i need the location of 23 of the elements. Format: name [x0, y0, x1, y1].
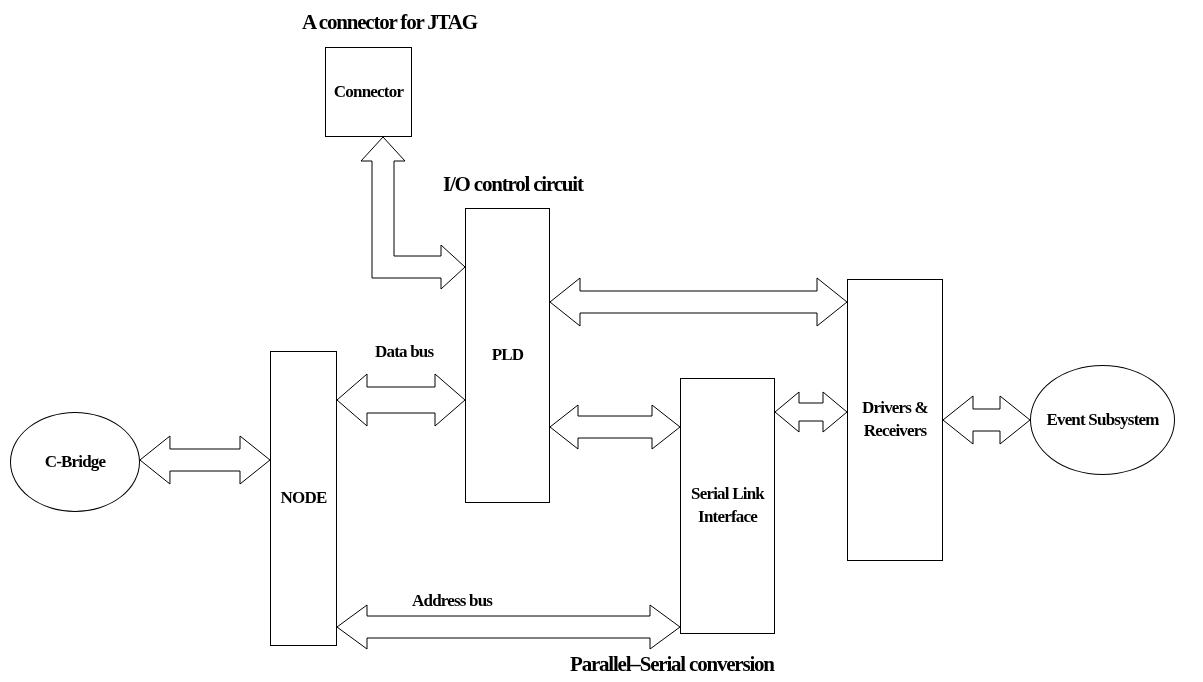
block-arrow [139, 435, 271, 485]
block-box [325, 47, 412, 137]
block-arrow [336, 373, 466, 427]
block-box [270, 351, 337, 646]
block-label: C-Bridge [44, 450, 106, 473]
block-label: Connector [333, 80, 404, 103]
block-box [465, 208, 550, 503]
block-arrow [336, 604, 681, 650]
node-label: Parallel–Serial conversion [570, 652, 774, 677]
block-label: Serial Link Interface [690, 483, 766, 528]
block-label: PLD [491, 344, 524, 367]
node-label: A connector for JTAG [302, 10, 477, 35]
block-label: Drivers & Receivers [861, 397, 929, 442]
block-box [847, 279, 943, 561]
block-box [680, 378, 775, 634]
block-arrow [774, 391, 848, 433]
node-label: I/O control circuit [443, 172, 583, 197]
block-arrow [549, 404, 681, 450]
block-arrow [549, 277, 848, 327]
block-label: Event Subsystem [1046, 408, 1159, 431]
block-arrow [360, 136, 466, 290]
block-label: NODE [280, 487, 327, 510]
block-arrow [942, 395, 1031, 445]
